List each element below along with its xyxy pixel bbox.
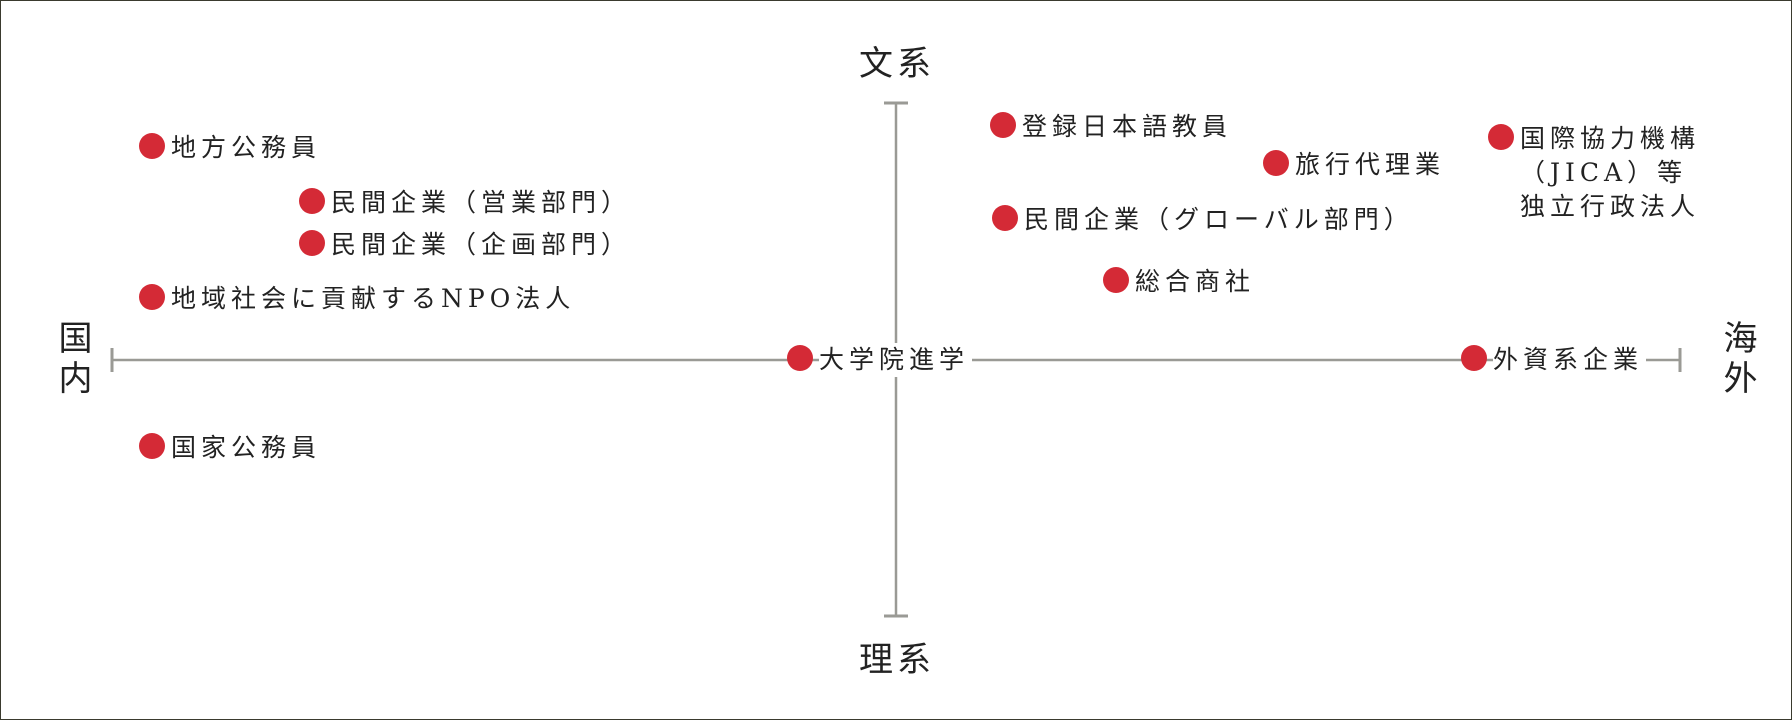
- item-dot: [1461, 345, 1487, 371]
- item-minkan-kikaku: 民間企業（企画部門）: [299, 228, 635, 262]
- item-label-line: 独立行政法人: [1520, 192, 1701, 221]
- item-dot: [139, 133, 165, 159]
- item-jica: 国際協力機構 （JICA）等 独立行政法人: [1488, 122, 1701, 224]
- item-dot: [990, 112, 1016, 138]
- item-label: 国家公務員: [171, 431, 325, 465]
- item-label: 地方公務員: [171, 131, 325, 165]
- axis-label-top: 文系: [859, 44, 935, 84]
- item-chiho-komuin: 地方公務員: [139, 131, 325, 165]
- item-dot: [299, 230, 325, 256]
- item-ryoko: 旅行代理業: [1263, 148, 1449, 182]
- item-nihongo-kyoin: 登録日本語教員: [990, 110, 1236, 144]
- item-label-line: 国際協力機構: [1520, 124, 1701, 153]
- item-dot: [1263, 150, 1289, 176]
- item-label: 民間企業（企画部門）: [331, 228, 635, 262]
- item-dot: [139, 284, 165, 310]
- item-gaishi: 外資系企業: [1461, 343, 1647, 377]
- item-label: 総合商社: [1135, 265, 1259, 299]
- item-minkan-eigyo: 民間企業（営業部門）: [299, 186, 635, 220]
- item-label: 地域社会に貢献するNPO法人: [171, 282, 579, 316]
- axis-label-left: 国内: [52, 320, 92, 400]
- axis-label-bottom: 理系: [859, 640, 935, 680]
- item-dot: [1488, 124, 1514, 150]
- item-dot: [139, 433, 165, 459]
- item-label: 大学院進学: [819, 343, 973, 377]
- item-label: 民間企業（グローバル部門）: [1024, 203, 1417, 237]
- item-kokka-komuin: 国家公務員: [139, 431, 325, 465]
- item-label-multiline: 国際協力機構 （JICA）等 独立行政法人: [1520, 122, 1701, 224]
- item-dot: [299, 188, 325, 214]
- item-label: 旅行代理業: [1295, 148, 1449, 182]
- item-daigakuin: 大学院進学: [787, 343, 973, 377]
- item-dot: [1103, 267, 1129, 293]
- item-label: 外資系企業: [1493, 343, 1647, 377]
- item-label: 登録日本語教員: [1022, 110, 1236, 144]
- axis-label-right: 海外: [1717, 320, 1757, 400]
- item-label: 民間企業（営業部門）: [331, 186, 635, 220]
- item-dot: [992, 205, 1018, 231]
- item-sogo-shosha: 総合商社: [1103, 265, 1259, 299]
- item-label-line: （JICA）等: [1520, 158, 1688, 187]
- item-minkan-global: 民間企業（グローバル部門）: [992, 203, 1417, 237]
- item-chiiki-npo: 地域社会に貢献するNPO法人: [139, 282, 579, 316]
- item-dot: [787, 345, 813, 371]
